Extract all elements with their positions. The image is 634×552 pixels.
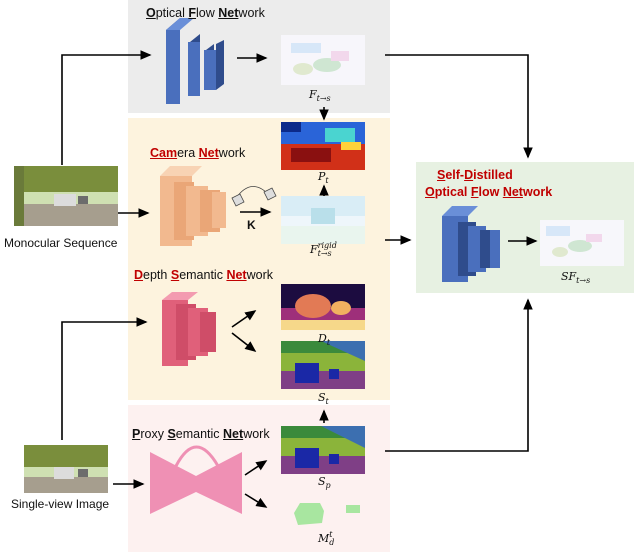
arrow-proxy-to-sp: [244, 460, 268, 476]
sp-segmentation-image: [281, 426, 365, 474]
sf-flow-image: [540, 220, 624, 266]
depth-semantic-network-blocks: [162, 292, 216, 366]
frigid-flow-image: [281, 196, 365, 244]
sp-label: Sp: [318, 475, 331, 491]
optical-flow-network-title: Optical Flow Network: [146, 6, 265, 20]
arrow-depth-to-dt: [231, 310, 257, 328]
sf-label: SFt→s: [561, 270, 591, 286]
arrow-depth-to-st: [231, 332, 257, 352]
dt-label: Dt: [318, 332, 331, 348]
self-distilled-title-line1: Self-Distilled: [437, 168, 513, 182]
arrow-f-to-self: [385, 54, 533, 159]
monocular-sequence-image: [14, 166, 118, 226]
arrow-sp-to-self: [385, 298, 533, 452]
arrow-mono-to-flow: [61, 50, 152, 165]
pt-heatmap-image: [281, 122, 365, 170]
camera-pose-icon: [231, 186, 277, 207]
self-distilled-network-blocks: [442, 206, 500, 282]
single-view-image: [24, 445, 108, 493]
optical-flow-image: [281, 35, 365, 85]
st-segmentation-image: [281, 341, 365, 389]
flow-label: Ft→s: [309, 88, 331, 104]
self-distilled-title-line2: Optical Flow Network: [425, 185, 553, 199]
arrow-proxy-to-md: [244, 493, 268, 508]
md-mask-image: [290, 497, 370, 529]
camera-network-blocks: [160, 166, 226, 246]
proxy-semantic-network-title: Proxy Semantic Network: [132, 427, 270, 441]
optical-flow-network-blocks: [166, 18, 224, 104]
proxy-semantic-network-bowtie: [150, 445, 242, 514]
dt-depth-image: [281, 284, 365, 330]
monocular-sequence-label: Monocular Sequence: [4, 236, 118, 250]
camera-network-title: Camera Network: [150, 146, 246, 160]
pt-label: Pt: [318, 170, 329, 186]
arrow-single-to-depth: [61, 317, 148, 440]
st-label: St: [318, 391, 329, 407]
intrinsics-k-label: K: [247, 218, 256, 232]
single-view-image-label: Single-view Image: [11, 497, 110, 511]
depth-semantic-network-title: Depth Semantic Network: [134, 268, 273, 282]
